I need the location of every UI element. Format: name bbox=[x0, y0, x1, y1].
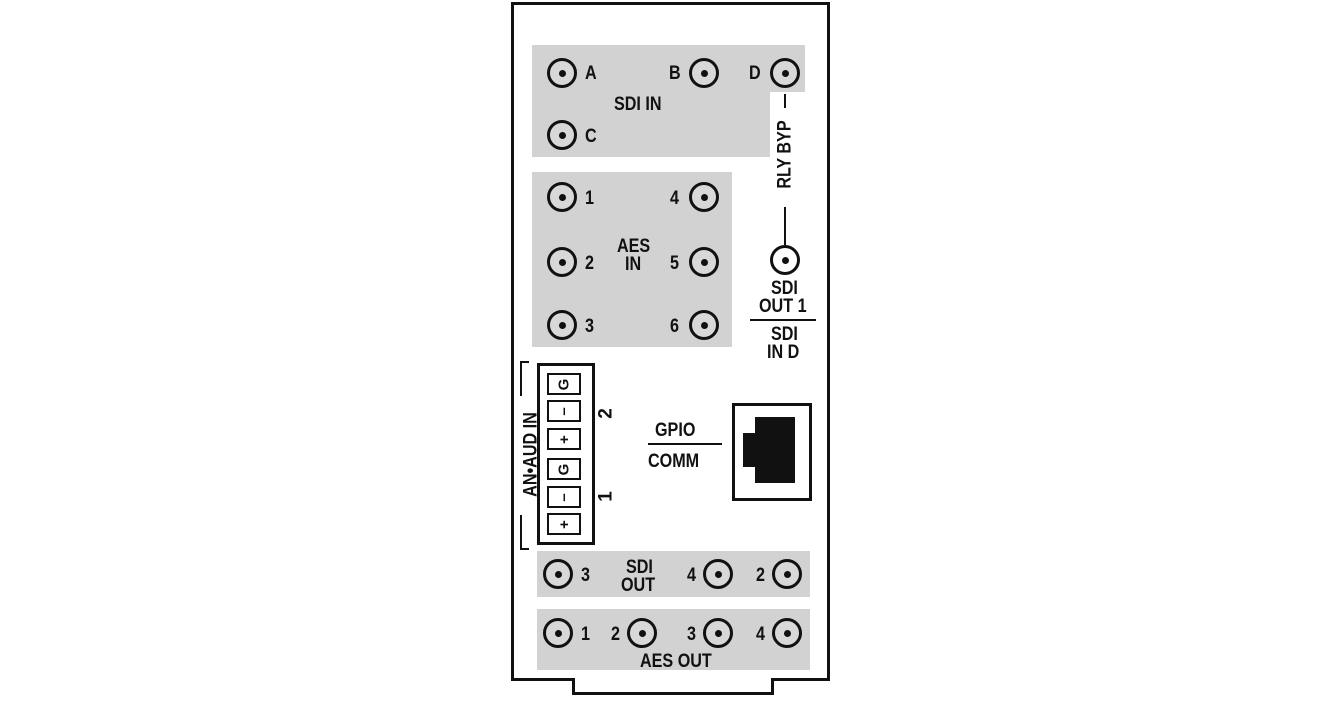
sdi-out-2-connector[interactable] bbox=[772, 559, 802, 589]
aes-in-1-connector[interactable] bbox=[547, 182, 577, 212]
aes-in-6-connector[interactable] bbox=[689, 310, 719, 340]
sdi-out-title-line1: SDI bbox=[626, 557, 653, 578]
panel-bottom-tab bbox=[572, 678, 774, 695]
sdi-out1-connector[interactable] bbox=[770, 245, 800, 275]
sdi-in-title: SDI IN bbox=[614, 94, 662, 115]
sdi-in-d-line2: IN D bbox=[767, 342, 800, 363]
aes-out-region bbox=[537, 609, 810, 670]
relay-bypass-line-top bbox=[784, 94, 786, 108]
aes-in-title-line2: IN bbox=[625, 254, 642, 275]
terminal-pin-2-plus[interactable]: + bbox=[547, 428, 581, 450]
terminal-pin-1-plus[interactable]: + bbox=[547, 513, 581, 535]
aes-out-4-label: 4 bbox=[756, 624, 765, 645]
terminal-pin-2-ground[interactable]: G bbox=[547, 373, 581, 395]
sdi-in-d-label: D bbox=[749, 63, 761, 84]
aes-out-3-connector[interactable] bbox=[703, 618, 733, 648]
sdi-out-3-connector[interactable] bbox=[543, 559, 573, 589]
aes-out-4-connector[interactable] bbox=[772, 618, 802, 648]
sdi-out1-divider bbox=[750, 319, 816, 321]
sdi-in-c-label: C bbox=[585, 126, 597, 147]
an-aud-bracket-top bbox=[520, 361, 522, 396]
sdi-in-d-line1: SDI bbox=[771, 324, 798, 345]
sdi-in-a-label: A bbox=[585, 63, 597, 84]
aes-in-4-connector[interactable] bbox=[689, 182, 719, 212]
sdi-in-a-connector[interactable] bbox=[547, 58, 577, 88]
sdi-out-2-label: 2 bbox=[756, 565, 765, 586]
aes-out-3-label: 3 bbox=[687, 624, 696, 645]
aes-out-2-label: 2 bbox=[611, 624, 620, 645]
aes-in-2-connector[interactable] bbox=[547, 247, 577, 277]
aes-out-title: AES OUT bbox=[640, 651, 712, 672]
aes-in-4-label: 4 bbox=[670, 188, 679, 209]
sdi-in-b-connector[interactable] bbox=[689, 58, 719, 88]
aes-in-6-label: 6 bbox=[670, 316, 679, 337]
sdi-out-4-label: 4 bbox=[687, 565, 696, 586]
aes-in-1-label: 1 bbox=[585, 188, 594, 209]
comm-label: COMM bbox=[648, 451, 700, 472]
aes-out-1-connector[interactable] bbox=[543, 618, 573, 648]
aes-out-2-connector[interactable] bbox=[627, 618, 657, 648]
sdi-out-3-label: 3 bbox=[581, 565, 590, 586]
gpio-label: GPIO bbox=[655, 420, 696, 441]
aes-in-5-label: 5 bbox=[670, 253, 679, 274]
an-aud-bracket-bottom-cap bbox=[520, 548, 529, 550]
sdi-in-region bbox=[532, 45, 805, 92]
relay-bypass-line-bottom bbox=[784, 207, 786, 245]
sdi-out-region bbox=[537, 551, 810, 597]
terminal-pin-1-ground[interactable]: G bbox=[547, 458, 581, 480]
gpio-divider bbox=[648, 443, 722, 445]
sdi-in-b-label: B bbox=[669, 63, 681, 84]
aes-in-title-line1: AES bbox=[617, 236, 651, 257]
sdi-in-d-connector[interactable] bbox=[770, 58, 800, 88]
aes-in-3-connector[interactable] bbox=[547, 310, 577, 340]
terminal-pin-1-minus[interactable]: – bbox=[547, 486, 581, 508]
terminal-pin-2-minus[interactable]: – bbox=[547, 400, 581, 422]
sdi-in-c-connector[interactable] bbox=[547, 120, 577, 150]
aes-in-5-connector[interactable] bbox=[689, 247, 719, 277]
an-aud-bracket-top-cap bbox=[520, 361, 529, 363]
sdi-out-4-connector[interactable] bbox=[703, 559, 733, 589]
rj45-jack-tab bbox=[743, 433, 757, 467]
aes-in-2-label: 2 bbox=[585, 253, 594, 274]
aes-out-1-label: 1 bbox=[581, 624, 590, 645]
rj45-jack-body bbox=[755, 417, 795, 483]
sdi-out-title-line2: OUT bbox=[621, 575, 656, 596]
aes-in-3-label: 3 bbox=[585, 316, 594, 337]
an-aud-bracket-bottom bbox=[520, 515, 522, 550]
sdi-out1-line2: OUT 1 bbox=[759, 296, 807, 317]
sdi-out1-line1: SDI bbox=[771, 278, 798, 299]
